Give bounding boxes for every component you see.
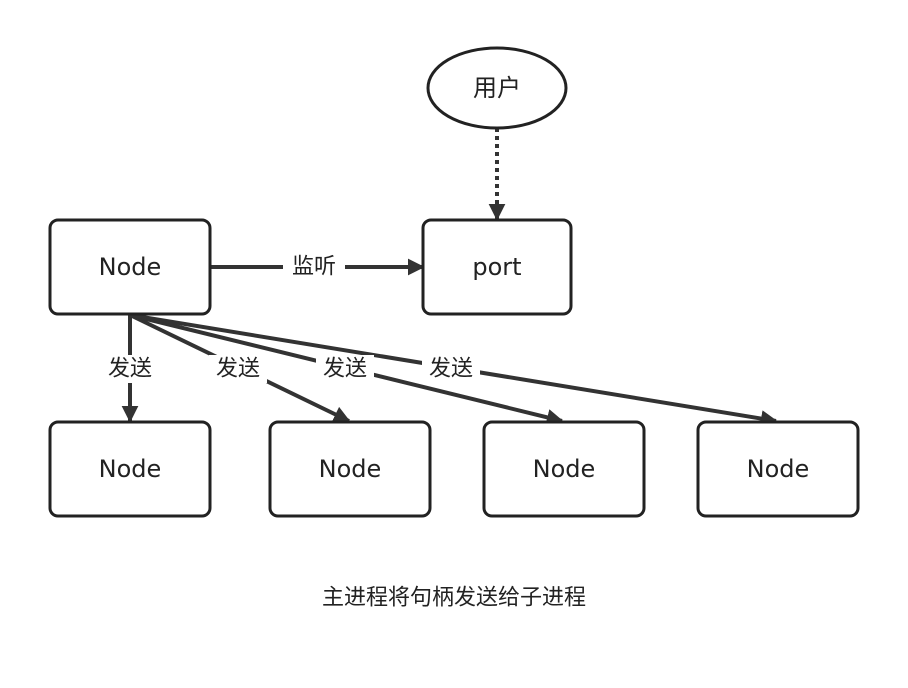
listen-edge-label-group: 监听 <box>283 253 345 281</box>
port-label: port <box>472 253 521 281</box>
send-edge-label-4-group: 发送 <box>422 355 480 383</box>
user-label: 用户 <box>473 74 521 102</box>
send-edge-label-3-group: 发送 <box>316 355 374 383</box>
child-node-1-label: Node <box>99 455 162 483</box>
diagram-caption: 主进程将句柄发送给子进程 <box>322 586 586 611</box>
send-edge-label-1: 发送 <box>108 357 152 382</box>
main-node: Node <box>48 218 212 316</box>
main-node-label: Node <box>99 253 162 281</box>
port-node: port <box>421 218 573 316</box>
listen-edge-label: 监听 <box>292 255 336 280</box>
child-node-4-label: Node <box>747 455 810 483</box>
child-node-4: Node <box>696 420 860 518</box>
user-node: 用户 <box>426 46 568 130</box>
child-node-2: Node <box>268 420 432 518</box>
send-edge-label-2: 发送 <box>216 357 260 382</box>
send-edge-label-3: 发送 <box>323 357 367 382</box>
send-edge-label-1-group: 发送 <box>101 355 159 383</box>
child-node-3-label: Node <box>533 455 596 483</box>
child-node-3: Node <box>482 420 646 518</box>
send-edge-label-4: 发送 <box>429 357 473 382</box>
child-node-1: Node <box>48 420 212 518</box>
send-edge-label-2-group: 发送 <box>209 355 267 383</box>
child-node-2-label: Node <box>319 455 382 483</box>
